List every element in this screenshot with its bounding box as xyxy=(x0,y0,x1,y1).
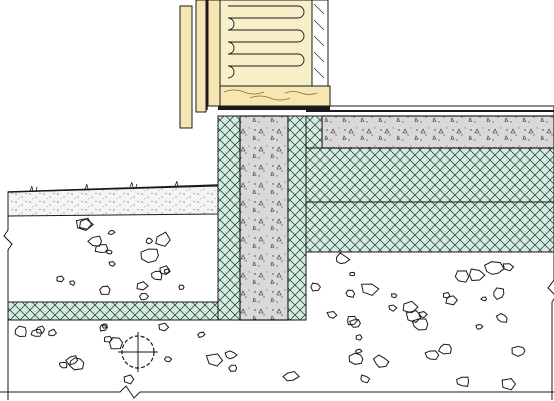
gravel-stone xyxy=(347,315,359,326)
gravel-stone xyxy=(372,354,390,368)
gravel-stone xyxy=(405,310,423,323)
gravel-stone xyxy=(424,350,440,361)
gravel-stone xyxy=(355,334,363,341)
gravel-stone xyxy=(99,324,108,332)
break-line-left xyxy=(3,192,13,400)
gravel-stone xyxy=(454,270,470,283)
rigid-insulation-exterior xyxy=(217,115,241,321)
gravel-stone xyxy=(445,295,459,306)
gravel-stone xyxy=(158,322,170,332)
gravel-stone xyxy=(69,280,76,287)
gravel-stone xyxy=(345,289,356,298)
gravel-stone xyxy=(390,293,398,299)
gravel-stone xyxy=(349,271,356,277)
drywall-hatch xyxy=(313,3,325,79)
gravel-stone xyxy=(205,353,224,367)
gravel-stone xyxy=(106,249,113,255)
gravel-stone xyxy=(107,229,116,236)
gravel-stone xyxy=(228,364,238,372)
sill-gasket xyxy=(218,106,330,110)
gravel-stone xyxy=(335,252,351,265)
gravel-stone xyxy=(437,343,452,355)
gravel-stone xyxy=(35,325,46,334)
gravel-stone xyxy=(87,235,103,247)
gravel-stone xyxy=(197,331,206,339)
gravel-stone xyxy=(475,324,484,330)
gravel-stone xyxy=(282,370,301,382)
gravel-stone xyxy=(442,291,451,299)
gravel-stone xyxy=(79,217,93,230)
gravel-stone xyxy=(94,244,109,253)
perimeter-drain-pipe xyxy=(118,332,158,372)
gravel-stone xyxy=(68,357,85,371)
insulated-stud-wall xyxy=(219,0,313,87)
gravel-stone xyxy=(348,319,361,328)
grass-tufts xyxy=(29,180,179,192)
slab-edge-insulation xyxy=(305,115,323,149)
gravel-stone xyxy=(501,378,517,391)
gravel-stone xyxy=(65,355,79,366)
gravel-stone xyxy=(145,237,154,245)
batt-insulation-squiggle xyxy=(227,5,305,79)
gravel-stone xyxy=(468,268,486,282)
gravel-stone xyxy=(418,311,428,319)
gravel-stone xyxy=(360,374,371,384)
concrete-floor-slab xyxy=(321,115,554,149)
gravel-stone xyxy=(326,310,338,319)
gravel-stone xyxy=(123,374,135,385)
gravel-stone xyxy=(56,275,65,283)
furring-strip xyxy=(195,0,207,113)
gravel-stone xyxy=(483,261,505,275)
gravel-stone xyxy=(30,328,43,337)
gravel-stone xyxy=(108,260,116,267)
gravel-stone xyxy=(151,270,163,281)
gravel-stone xyxy=(511,345,526,357)
gravel-stone xyxy=(58,361,68,369)
rigid-insulation-interior xyxy=(287,115,307,321)
gravel-stone xyxy=(360,283,380,296)
gravel-stone xyxy=(139,292,150,301)
gravel-stone xyxy=(14,325,27,338)
horizontal-rigid-insulation-exterior xyxy=(7,301,219,321)
break-line-right xyxy=(547,106,554,400)
siding-board xyxy=(179,5,193,129)
wall-sheathing xyxy=(207,0,221,107)
gravel-stone xyxy=(480,296,488,302)
gravel-stone xyxy=(140,248,159,264)
gravel-stone xyxy=(178,284,185,290)
gravel-stone xyxy=(48,328,58,337)
gravel-stone xyxy=(388,304,398,312)
gravel-stones xyxy=(14,217,526,391)
gravel-stone xyxy=(493,287,505,301)
gravel-stone xyxy=(101,323,108,329)
gravel-stone xyxy=(495,313,508,323)
interior-drywall xyxy=(311,0,329,87)
gravel-stone xyxy=(109,337,124,350)
gravel-stone xyxy=(402,300,419,314)
finish-grade-line xyxy=(7,184,219,193)
sill-plate xyxy=(217,85,331,107)
gravel-stone xyxy=(99,285,111,295)
gravel-stone xyxy=(502,263,515,272)
gravel-stone xyxy=(136,281,149,291)
gravel-stone xyxy=(155,231,171,247)
gravel-stone xyxy=(354,348,363,354)
gravel-stone xyxy=(456,376,470,387)
sill-wood-grain xyxy=(223,89,318,101)
gravel-stone xyxy=(348,352,364,365)
gravel-stone xyxy=(411,318,429,331)
gravel-stone xyxy=(310,282,322,292)
subslab-rigid-insulation xyxy=(305,147,554,253)
gravel-stone xyxy=(224,350,238,360)
gravel-stone xyxy=(163,356,173,363)
break-line-bottom xyxy=(0,385,554,399)
gravel-stone xyxy=(159,265,171,276)
concrete-foundation-wall xyxy=(239,115,289,321)
